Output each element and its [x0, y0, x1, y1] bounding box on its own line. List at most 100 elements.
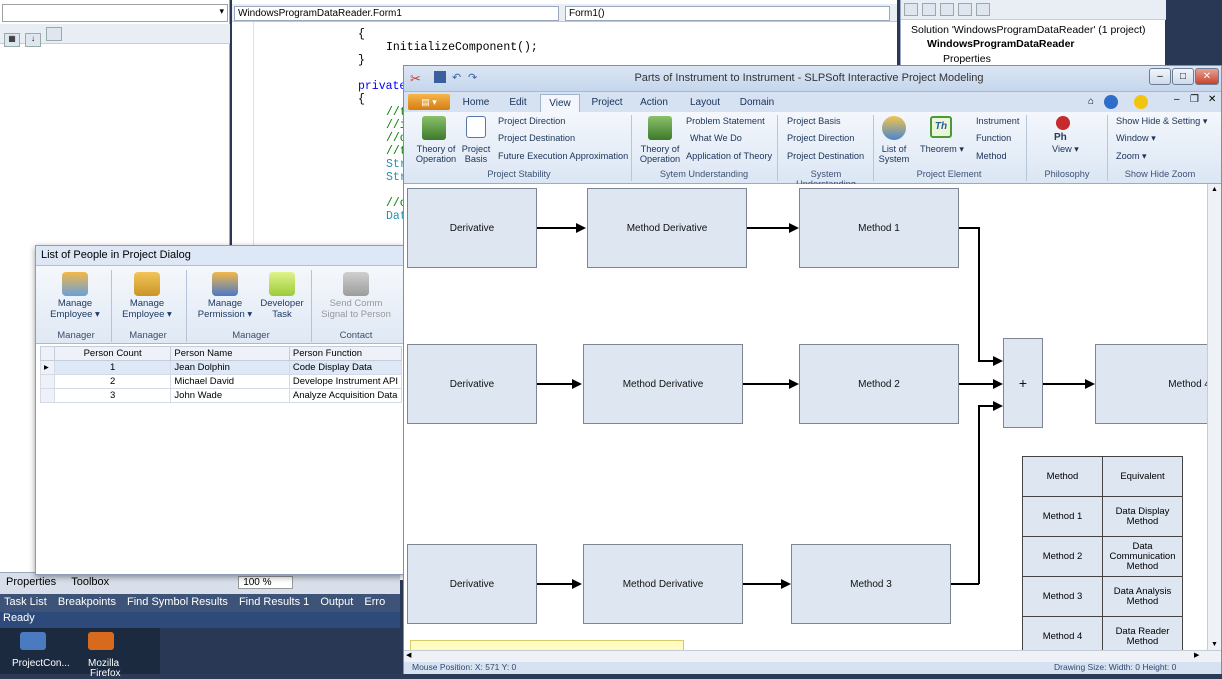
- table-cell[interactable]: Data Analysis Method: [1102, 576, 1183, 617]
- view-dropdown-button[interactable]: View ▾: [1052, 144, 1079, 154]
- tab-view[interactable]: View: [540, 94, 580, 112]
- tab-edit[interactable]: Edit: [509, 97, 527, 108]
- ribbon-collapse-icon[interactable]: ⌂: [1088, 96, 1095, 107]
- properties-node[interactable]: Properties: [943, 53, 991, 65]
- cell-function[interactable]: Code Display Data: [288, 360, 403, 375]
- column-person-count[interactable]: Person Count: [53, 346, 172, 361]
- view-code-icon[interactable]: [940, 3, 954, 16]
- maximize-button[interactable]: □: [1172, 68, 1194, 85]
- row-selector[interactable]: [40, 374, 55, 389]
- table-cell[interactable]: Equivalent: [1102, 456, 1183, 497]
- method-button[interactable]: Method: [976, 151, 1007, 161]
- vertical-scrollbar[interactable]: ▲ ▼: [1207, 184, 1221, 650]
- member-combo[interactable]: Form1(): [565, 6, 890, 21]
- firefox-icon[interactable]: [88, 632, 114, 650]
- table-row[interactable]: 3 John Wade Analyze Acquisition Data: [40, 388, 403, 403]
- method-3-box[interactable]: Method 3: [791, 544, 951, 624]
- scroll-right-icon[interactable]: ▶: [1194, 652, 1200, 659]
- list-of-system-button[interactable]: List of System: [878, 144, 910, 164]
- zoom-combo[interactable]: 100 %: [238, 576, 293, 589]
- table-row[interactable]: 2 Michael David Develope Instrument API: [40, 374, 403, 389]
- tab-project[interactable]: Project: [591, 97, 623, 108]
- table-row[interactable]: ▸ 1 Jean Dolphin Code Display Data: [40, 360, 403, 375]
- minimize-button[interactable]: –: [1149, 68, 1171, 85]
- function-button[interactable]: Function: [976, 133, 1012, 143]
- tab-action[interactable]: Action: [640, 97, 668, 108]
- refresh-icon[interactable]: [922, 3, 936, 16]
- project-destination-button[interactable]: Project Destination: [498, 133, 576, 143]
- derivative-box-1[interactable]: Derivative: [407, 188, 537, 268]
- redo-icon[interactable]: ↷: [468, 72, 478, 84]
- undo-icon[interactable]: ↶: [452, 72, 462, 84]
- derivative-box-2[interactable]: Derivative: [407, 344, 537, 424]
- view-designer-icon[interactable]: [958, 3, 972, 16]
- output-tab[interactable]: Output: [320, 596, 354, 608]
- method-derivative-box-2[interactable]: Method Derivative: [583, 344, 743, 424]
- tab-layout[interactable]: Layout: [689, 97, 721, 108]
- zoom-button[interactable]: Zoom ▾: [1116, 151, 1147, 161]
- column-person-name[interactable]: Person Name: [170, 346, 290, 361]
- error-list-tab[interactable]: Erro: [364, 596, 386, 608]
- breakpoints-tab[interactable]: Breakpoints: [57, 596, 116, 608]
- class-diagram-icon[interactable]: [976, 3, 990, 16]
- mdi-restore-icon[interactable]: ❐: [1190, 94, 1199, 105]
- close-button[interactable]: ✕: [1195, 68, 1219, 85]
- row-selector-icon[interactable]: ▸: [40, 360, 55, 375]
- show-all-icon[interactable]: [904, 3, 918, 16]
- column-person-function[interactable]: Person Function: [288, 346, 403, 361]
- table-cell[interactable]: Data Display Method: [1102, 496, 1183, 537]
- cell-count[interactable]: 1: [53, 360, 172, 375]
- tab-home[interactable]: Home: [462, 97, 490, 108]
- theorem-button[interactable]: Theorem ▾: [920, 144, 964, 154]
- project-destination-2-button[interactable]: Project Destination: [787, 151, 865, 161]
- table-cell[interactable]: Method 2: [1022, 536, 1103, 577]
- tab-properties[interactable]: Properties: [6, 576, 57, 588]
- cell-name[interactable]: John Wade: [170, 388, 290, 403]
- theory-of-operation-2-button[interactable]: Theory of Operation: [639, 144, 681, 164]
- find-results-tab[interactable]: Find Results 1: [238, 596, 310, 608]
- project-direction-button[interactable]: Project Direction: [498, 116, 566, 126]
- project-direction-2-button[interactable]: Project Direction: [787, 133, 855, 143]
- diagram-canvas[interactable]: Derivative Method Derivative Method 1 De…: [404, 184, 1207, 650]
- table-cell[interactable]: Data Reader Method: [1102, 616, 1183, 650]
- send-comm-signal-button[interactable]: Send Comm Signal to Person: [316, 272, 396, 320]
- scissors-icon[interactable]: ✂: [410, 71, 421, 86]
- style-icon[interactable]: [1134, 95, 1148, 109]
- properties-object-combo[interactable]: ▾: [2, 4, 228, 22]
- developer-task-button[interactable]: Developer Task: [258, 272, 306, 320]
- tab-domain[interactable]: Domain: [739, 97, 775, 108]
- class-combo[interactable]: WindowsProgramDataReader.Form1: [234, 6, 559, 21]
- cell-name[interactable]: Jean Dolphin: [170, 360, 290, 375]
- project-node[interactable]: WindowsProgramDataReader: [927, 38, 1075, 50]
- categorized-icon[interactable]: ▦: [4, 33, 20, 47]
- what-we-do-button[interactable]: What We Do: [690, 133, 742, 143]
- theory-of-operation-button[interactable]: Theory of Operation: [415, 144, 457, 164]
- manage-permission-button[interactable]: Manage Permission ▾: [196, 272, 254, 320]
- tab-toolbox[interactable]: Toolbox: [71, 576, 110, 588]
- scroll-down-icon[interactable]: ▼: [1211, 641, 1218, 648]
- method-2-box[interactable]: Method 2: [799, 344, 959, 424]
- horizontal-scrollbar[interactable]: ◀ ▶: [404, 650, 1221, 662]
- method-derivative-box-1[interactable]: Method Derivative: [587, 188, 747, 268]
- table-cell[interactable]: Data Communication Method: [1102, 536, 1183, 577]
- cell-function[interactable]: Develope Instrument API: [288, 374, 403, 389]
- method-derivative-box-3[interactable]: Method Derivative: [583, 544, 743, 624]
- task-list-tab[interactable]: Task List: [4, 596, 47, 608]
- window-button[interactable]: Window ▾: [1116, 133, 1156, 143]
- future-execution-button[interactable]: Future Execution Approximation: [498, 151, 629, 161]
- problem-statement-button[interactable]: Problem Statement: [686, 116, 765, 126]
- scroll-left-icon[interactable]: ◀: [406, 652, 412, 659]
- manage-employee-lock-button[interactable]: Manage Employee ▾: [118, 272, 176, 320]
- manage-employee-button[interactable]: Manage Employee ▾: [46, 272, 104, 320]
- method-1-box[interactable]: Method 1: [799, 188, 959, 268]
- row-selector[interactable]: [40, 388, 55, 403]
- alphabetical-icon[interactable]: ↓: [25, 33, 41, 47]
- help-icon[interactable]: [1104, 95, 1118, 109]
- cell-count[interactable]: 3: [53, 388, 172, 403]
- scroll-up-icon[interactable]: ▲: [1211, 186, 1218, 193]
- mdi-close-icon[interactable]: ✕: [1208, 94, 1217, 105]
- taskbar-item-project[interactable]: ProjectCon...: [12, 658, 70, 669]
- note-sticky[interactable]: [410, 640, 684, 650]
- instrument-button[interactable]: Instrument: [976, 116, 1020, 126]
- table-cell[interactable]: Method: [1022, 456, 1103, 497]
